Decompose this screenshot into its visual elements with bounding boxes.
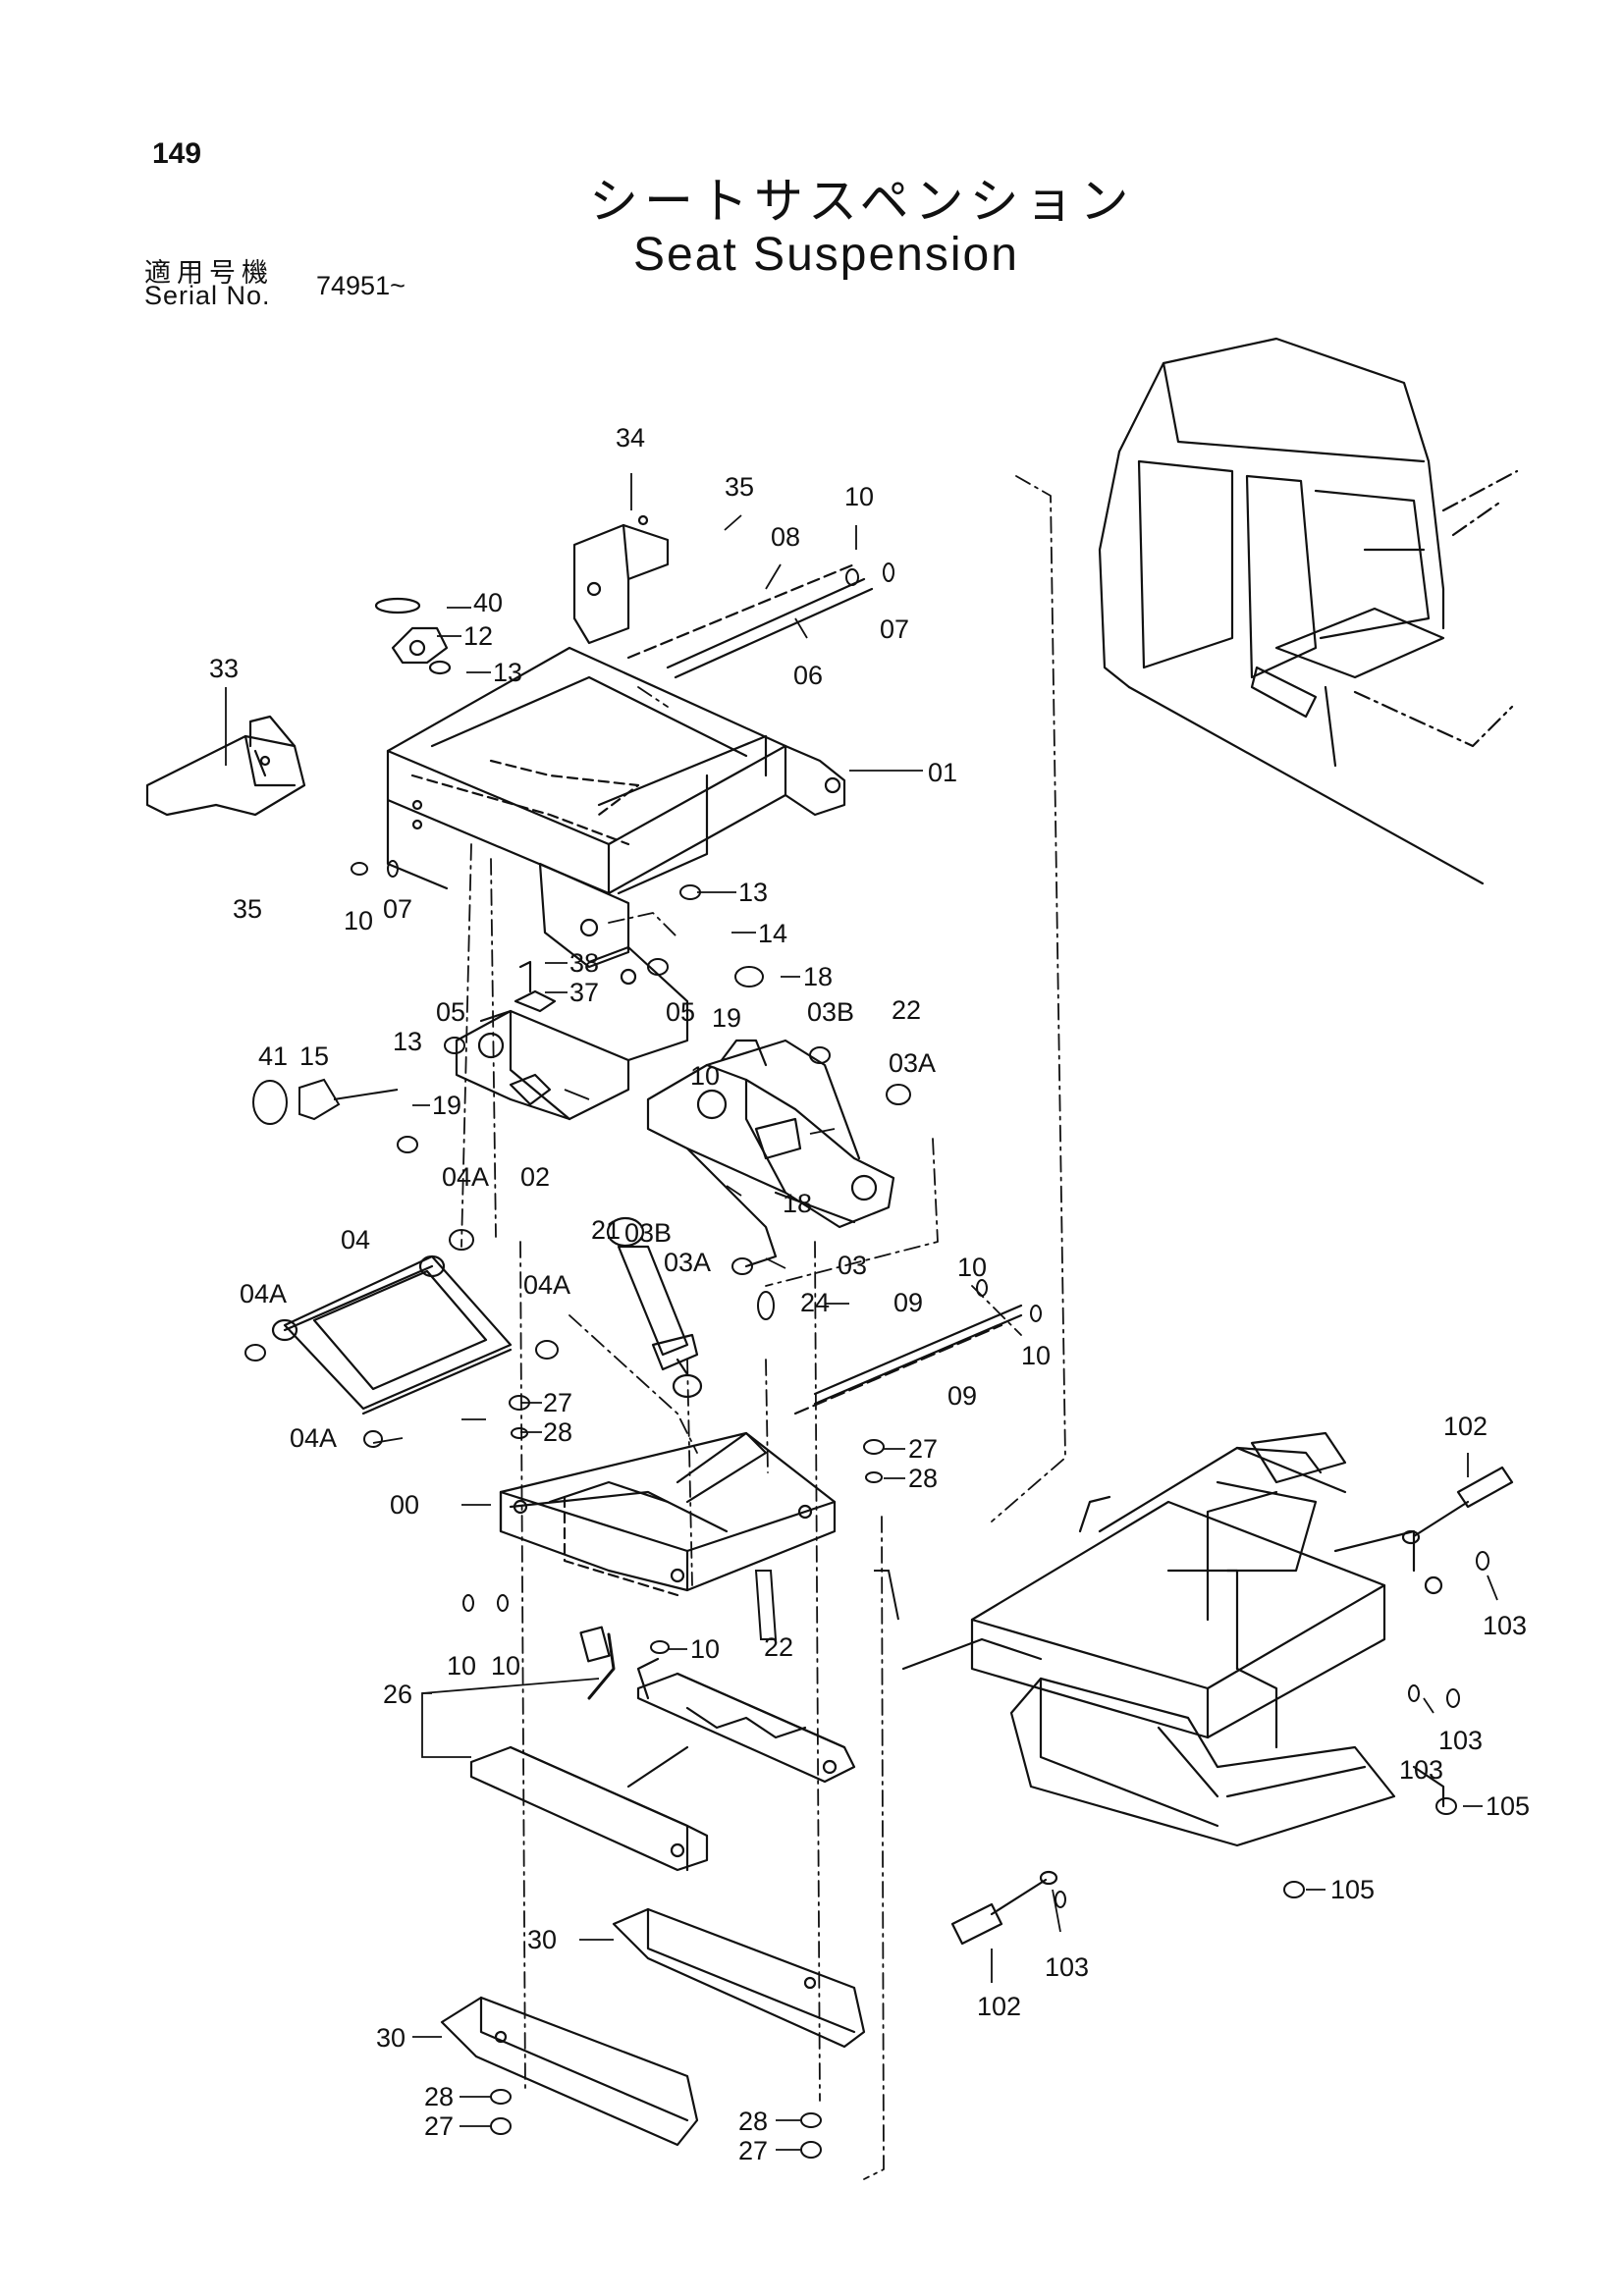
callout-34: 34 [616,423,645,453]
callout-38: 38 [569,948,599,978]
callout-13-b: 13 [738,878,768,907]
callout-03b-b: 03B [624,1218,672,1248]
callout-10-b: 10 [344,906,373,935]
callout-103-b: 103 [1438,1726,1483,1755]
part-04-frame [271,1255,513,1415]
callout-08: 08 [771,522,800,552]
callout-37: 37 [569,978,599,1007]
callout-26: 26 [383,1680,412,1709]
callout-30: 30 [527,1925,557,1954]
part-12-knob [374,597,452,675]
callout-27-d: 27 [738,2136,768,2165]
callout-10-d: 10 [957,1253,987,1282]
serial-label-japanese: 適用号機 [144,258,274,289]
callout-28-c: 28 [424,2082,454,2111]
callout-leaders [225,473,1498,2151]
callout-102-b: 102 [977,1992,1021,2021]
callout-03a-b: 03A [664,1248,711,1277]
callout-14: 14 [758,919,787,948]
callout-33: 33 [209,654,239,683]
part-30-mount-rails [440,1907,866,2147]
part-33-bracket [145,715,306,817]
part-03-scissor-arm [646,1039,895,1268]
callout-13: 13 [493,658,522,687]
part-21-shock-absorber [606,1216,703,1399]
callout-03b: 03B [807,997,854,1027]
cab-inset-illustration [1098,337,1519,885]
callout-04: 04 [341,1225,370,1255]
callout-06: 06 [793,661,823,690]
callout-07-b: 07 [383,894,412,924]
callout-10-c: 10 [690,1061,720,1091]
callout-27: 27 [543,1388,572,1417]
callout-10: 10 [844,482,874,511]
callout-103-c: 103 [1399,1755,1443,1785]
callout-10-h: 10 [690,1634,720,1664]
callout-105-b: 105 [1330,1875,1375,1904]
callout-22-b: 22 [764,1632,793,1662]
guide-lines [460,475,1066,2180]
callout-35: 35 [725,472,754,502]
callout-10-f: 10 [447,1651,476,1681]
callout-09: 09 [893,1288,923,1317]
callout-02: 02 [520,1162,550,1192]
serial-value: 74951~ [316,271,406,300]
callout-04a-d: 04A [290,1423,337,1453]
page-number: 149 [152,137,202,170]
callout-35-b: 35 [233,894,262,924]
callout-03a: 03A [889,1048,936,1078]
title-japanese: シートサスペンション [589,173,1135,230]
callout-22: 22 [892,995,921,1025]
callout-103-d: 103 [1045,1952,1089,1982]
callout-102: 102 [1443,1412,1488,1441]
callout-01: 01 [928,758,957,787]
callout-28: 28 [543,1417,572,1447]
callout-30-b: 30 [376,2023,406,2053]
callout-10-g: 10 [491,1651,520,1681]
callout-04a-c: 04A [523,1270,570,1300]
callout-28-d: 28 [738,2107,768,2136]
callout-28-b: 28 [908,1464,938,1493]
callout-40: 40 [473,588,503,617]
callout-04a: 04A [442,1162,489,1192]
callout-15: 15 [299,1041,329,1071]
callout-27-c: 27 [424,2111,454,2141]
callout-27-b: 27 [908,1434,938,1464]
callout-105: 105 [1486,1791,1530,1821]
callout-18-b: 18 [783,1189,812,1218]
callout-41: 41 [258,1041,288,1071]
rods-06-08 [626,562,874,679]
part-01-top-frame [386,646,846,969]
callout-12: 12 [463,621,493,651]
callout-10-e: 10 [1021,1341,1051,1370]
callout-09-b: 09 [947,1381,977,1411]
callout-18: 18 [803,962,833,991]
rods-09 [793,1304,1023,1415]
title-english: Seat Suspension [633,229,1019,281]
callout-19-b: 19 [432,1091,461,1120]
callout-21: 21 [591,1215,621,1245]
callout-05: 05 [436,997,465,1027]
callout-03: 03 [838,1251,867,1280]
part-102-links [950,1466,1514,1946]
serial-label-english: Serial No. [144,281,271,310]
part-34-bracket [572,514,670,645]
callout-05-b: 05 [666,997,695,1027]
fastener-glyphs [244,562,1489,2159]
callout-103: 103 [1483,1611,1527,1640]
part-02-bracket [455,945,689,1121]
part-00-base [499,1431,837,1597]
assembled-seat-suspension [901,1431,1445,1847]
callout-19: 19 [712,1003,741,1033]
callout-07: 07 [880,614,909,644]
callout-04a-b: 04A [240,1279,287,1308]
callout-00: 00 [390,1490,419,1520]
callout-13-c: 13 [393,1027,422,1056]
callout-24: 24 [800,1288,830,1317]
part-26-slide-rails [469,1626,856,1872]
